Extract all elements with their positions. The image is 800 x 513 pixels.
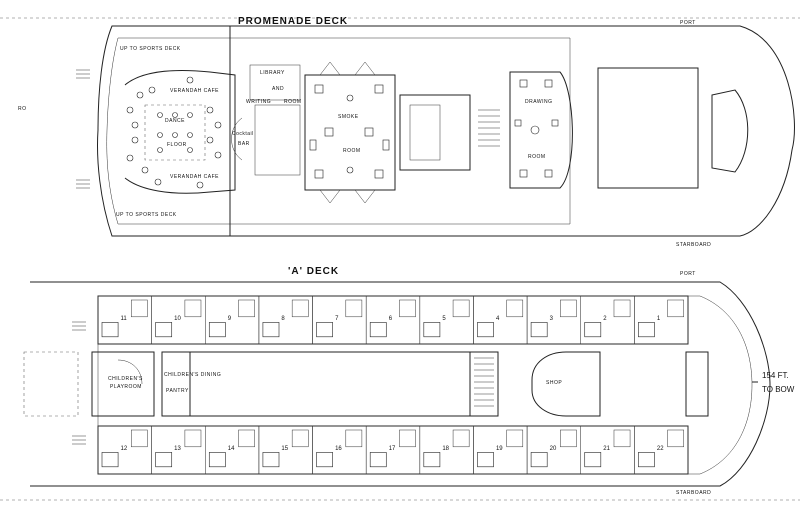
childrens-playroom [91, 351, 155, 417]
cabin-number: 19 [496, 446, 503, 452]
cabin: 6 [365, 295, 421, 345]
room-label: ROOM [284, 99, 302, 105]
up-to-sports-deck-label: UP TO SPORTS DECK [120, 46, 181, 52]
cabin: 18 [419, 425, 474, 475]
cabin-number: 15 [281, 446, 288, 452]
cabin-number: 11 [121, 316, 128, 322]
cabin: 11 [97, 295, 152, 345]
a-deck-title: 'A' DECK [288, 266, 339, 277]
cabin: 16 [312, 425, 367, 475]
cabin-number: 20 [550, 446, 557, 452]
cabin: 12 [97, 425, 152, 475]
cabin-number: 14 [228, 446, 235, 452]
cabin: 15 [258, 425, 313, 475]
promenade-deck-title: PROMENADE DECK [238, 16, 348, 27]
verandah-cafe-label: VERANDAH CAFE [170, 174, 219, 180]
cabin-number: 21 [603, 446, 610, 452]
cafe-tables [126, 76, 222, 189]
promenade-deck: PROMENADE DECK PORT STARBOARD UP TO SPOR… [0, 16, 800, 501]
cabin: 22 [634, 425, 689, 475]
cocktail-label: Cocktail [232, 131, 254, 137]
port-label: PORT [680, 20, 696, 26]
drawing-label: DRAWING [525, 99, 552, 105]
smoke-room-label: ROOM [343, 148, 361, 154]
stairs-icon [474, 357, 494, 407]
cabin-number: 3 [550, 316, 554, 322]
dance-floor [144, 104, 206, 161]
cabin-number: 4 [496, 316, 500, 322]
library-label: LIBRARY [260, 70, 285, 76]
cabin: 21 [580, 425, 635, 475]
cabin: 10 [151, 295, 206, 345]
smoke-room-furniture [309, 84, 390, 179]
cabin: 13 [151, 425, 206, 475]
side-mark: RO [18, 106, 27, 112]
promenade-hull-outline [97, 25, 795, 237]
port-label: PORT [680, 271, 696, 277]
shop-area [531, 351, 601, 417]
cabin: 3 [526, 295, 581, 345]
cabin: 9 [205, 295, 260, 345]
cabin-number: 17 [389, 446, 396, 452]
cabin-number: 9 [228, 316, 232, 322]
stairs-icon [478, 109, 500, 147]
writing-label: WRITING [246, 99, 271, 105]
cabin-number: 1 [657, 316, 661, 322]
stair-icon [72, 321, 86, 445]
cabin-number: 22 [657, 446, 664, 452]
cabin-number: 13 [174, 446, 181, 452]
cabin-number: 16 [335, 446, 342, 452]
stair-icon [76, 69, 90, 189]
cabin-number: 10 [174, 316, 181, 322]
cabin-number: 8 [281, 316, 285, 322]
starboard-label: STARBOARD [676, 242, 711, 248]
cabin: 4 [473, 295, 528, 345]
cabin: 20 [526, 425, 581, 475]
cabin: 8 [258, 295, 313, 345]
cabin-number: 2 [603, 316, 607, 322]
pantry-label: PANTRY [166, 388, 189, 394]
up-to-sports-deck-label: UP TO SPORTS DECK [116, 212, 177, 218]
cabin-number: 6 [389, 316, 393, 322]
and-label: AND [272, 86, 284, 92]
playroom-label: PLAYROOM [110, 384, 142, 390]
childrens-label: CHILDREN'S [108, 376, 143, 382]
drawing-room-label: ROOM [528, 154, 546, 160]
cabin-number: 5 [442, 316, 446, 322]
floor-label: FLOOR [167, 142, 187, 148]
to-bow-label: TO BOW [762, 385, 795, 394]
smoke-label: SMOKE [338, 114, 359, 120]
bar-label: BAR [238, 141, 250, 147]
cabin: 2 [580, 295, 635, 345]
a-deck: 'A' DECK PORT STARBOARD CHILDREN'S PLAYR… [23, 266, 795, 496]
bow-distance-label: 154 FT. [762, 371, 789, 380]
starboard-cabin-row: 12 13 14 15 16 17 18 19 20 21 22 [97, 425, 689, 475]
drawing-room-furniture [514, 79, 559, 178]
cabin: 7 [312, 295, 367, 345]
cabin-number: 18 [442, 446, 449, 452]
cabin: 1 [634, 295, 689, 345]
a-deck-hull-outline [30, 281, 771, 487]
cabin: 5 [419, 295, 474, 345]
shop-label: SHOP [546, 380, 562, 386]
cabin: 17 [365, 425, 421, 475]
starboard-label: STARBOARD [676, 490, 711, 496]
cabin: 14 [205, 425, 260, 475]
verandah-cafe-label: VERANDAH CAFE [170, 88, 219, 94]
cabin-number: 12 [121, 446, 128, 452]
cabin-number: 7 [335, 316, 339, 322]
port-cabin-row: 11 10 9 8 7 6 5 4 3 2 1 [97, 295, 689, 345]
cabin: 19 [473, 425, 528, 475]
childrens-dining-label: CHILDREN'S DINING [164, 372, 221, 378]
dance-label: DANCE [165, 118, 185, 124]
